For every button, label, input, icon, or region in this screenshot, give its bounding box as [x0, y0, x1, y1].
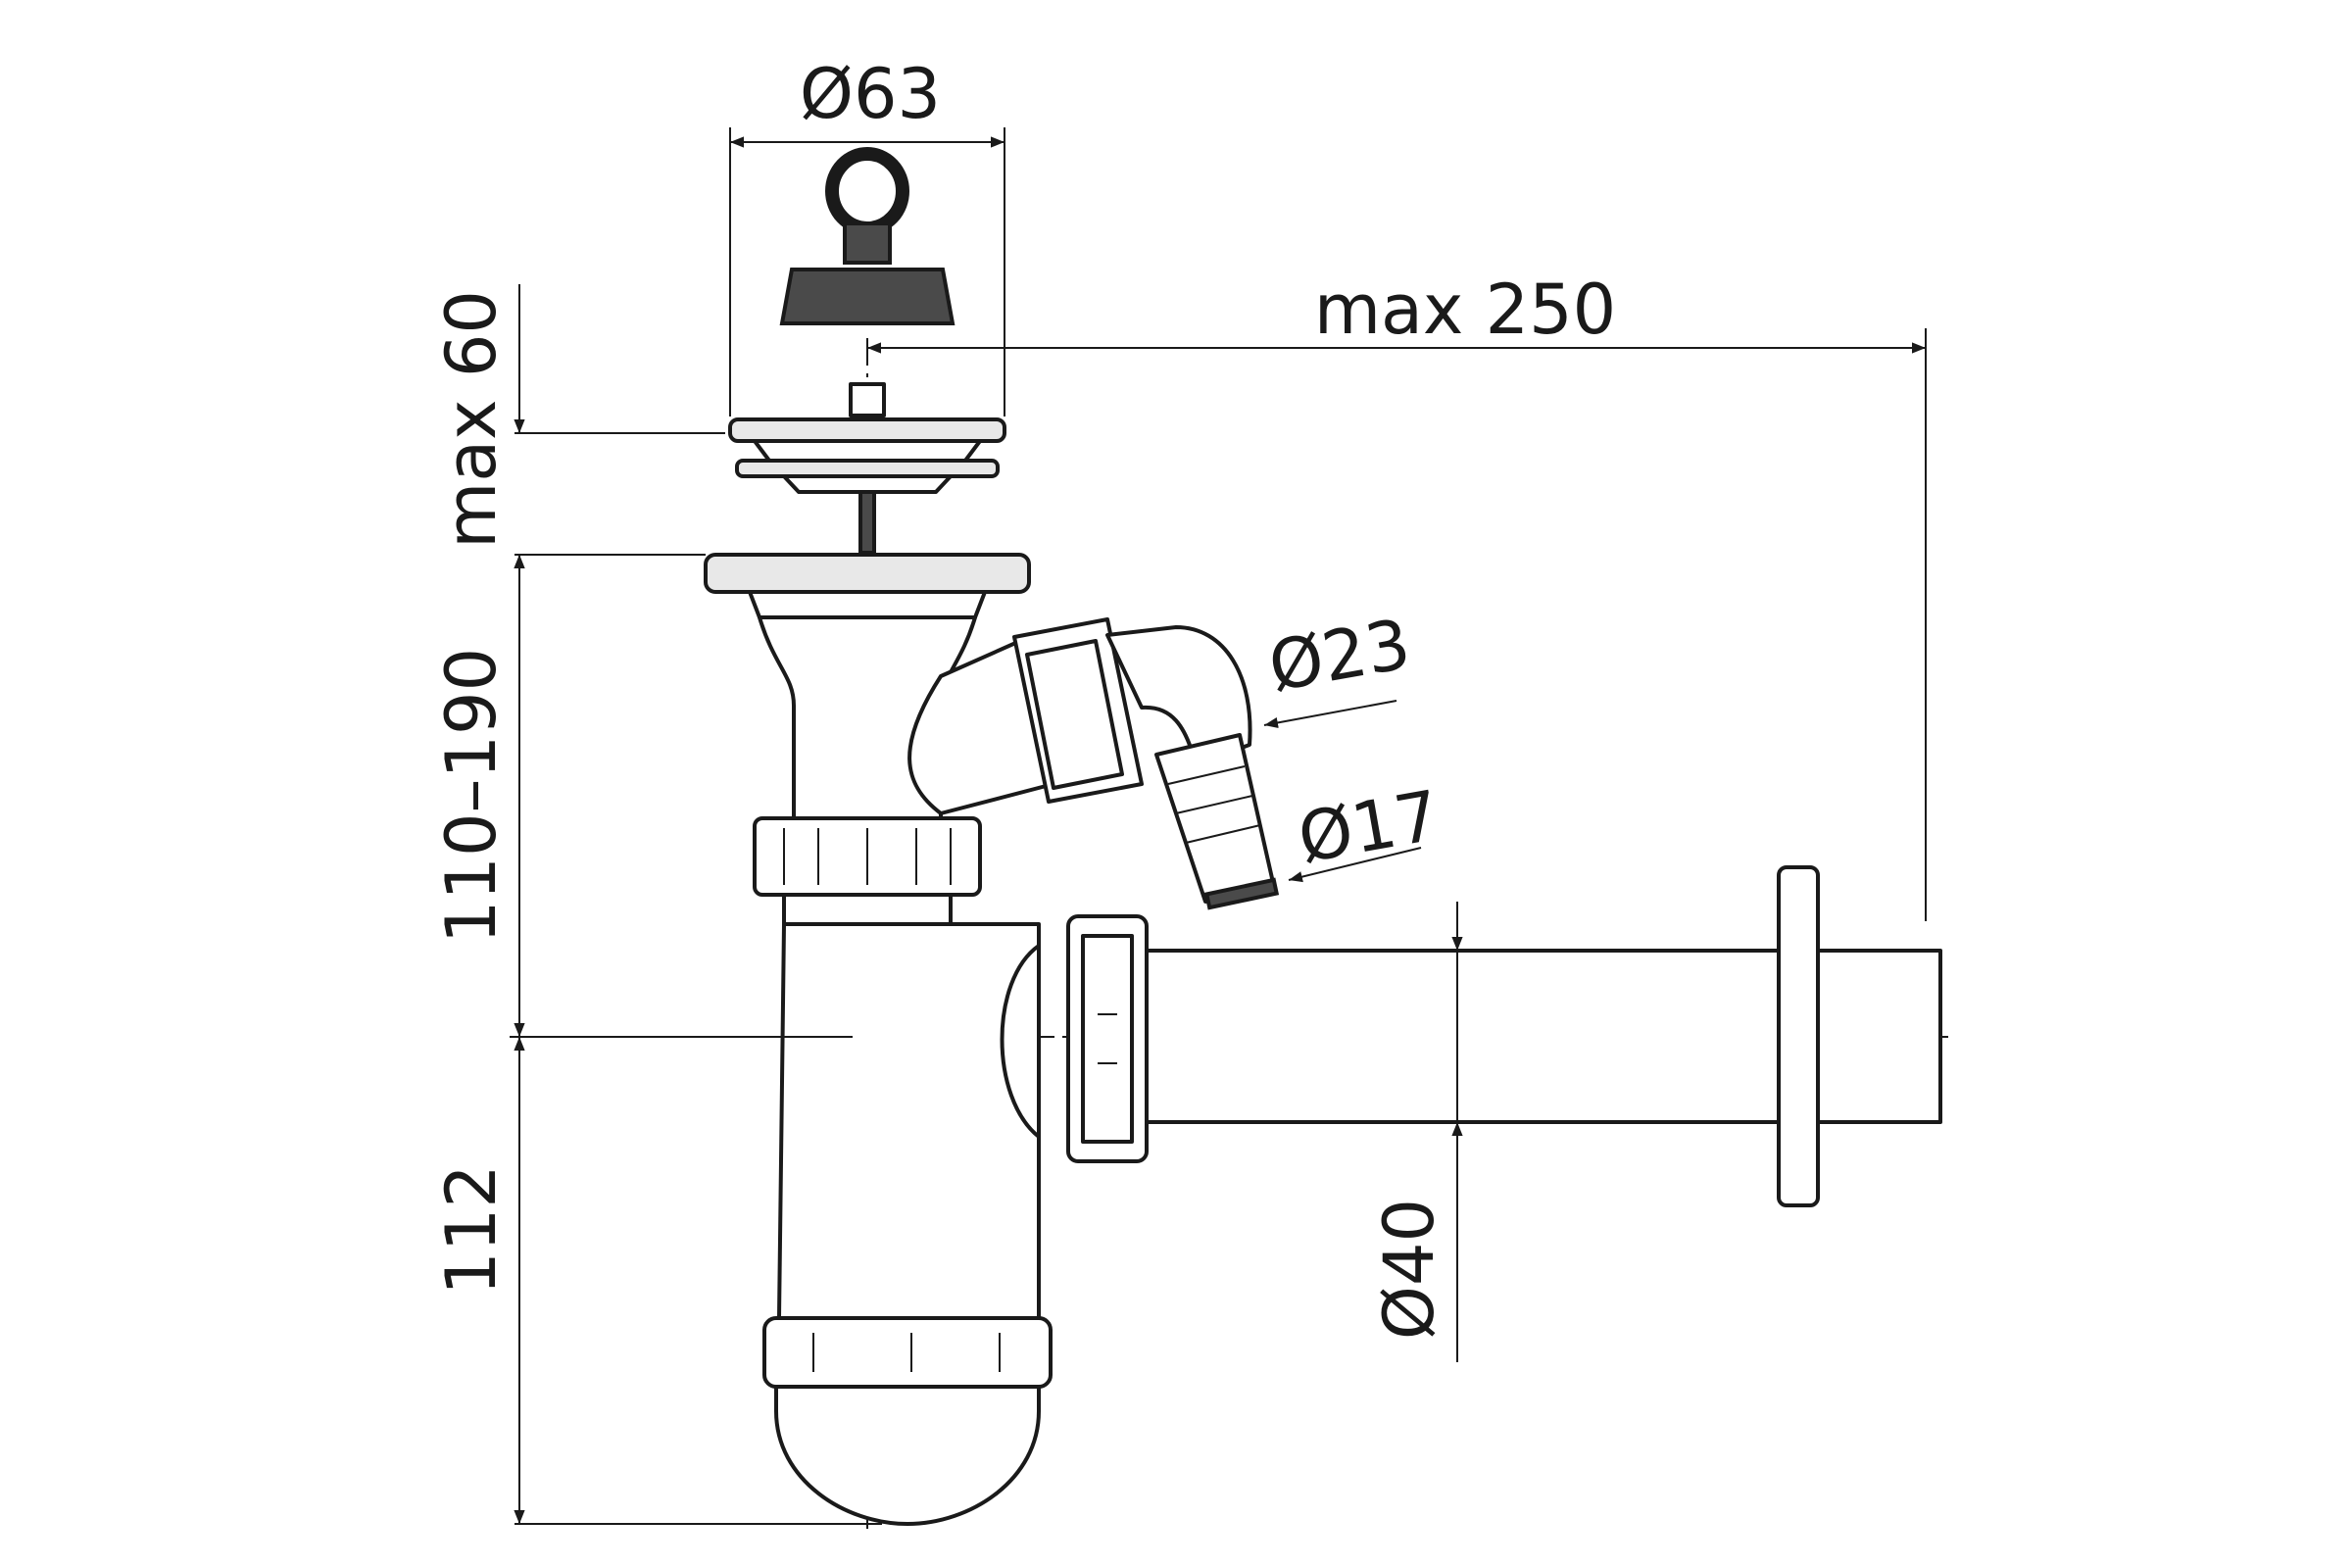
hose-tail-diameter-label: Ø17 — [1293, 775, 1446, 879]
dimension-max-plug-height: max 60 — [431, 284, 725, 588]
side-inlet-diameter-label: Ø23 — [1263, 604, 1416, 708]
outlet-pipe — [1066, 865, 1942, 1207]
upper-union-nut — [753, 816, 982, 926]
stopper-diameter-label: Ø63 — [800, 54, 941, 134]
max-reach-label: max 250 — [1314, 270, 1616, 350]
dimension-height-range: 110–190 — [431, 555, 853, 1038]
dimension-max-reach: max 250 — [867, 270, 1927, 921]
trap-bottle — [762, 922, 1053, 1526]
dimension-trap-depth: 112 — [431, 1037, 882, 1525]
stopper-plug — [779, 147, 956, 325]
dimension-stopper-diameter: Ø63 — [729, 54, 1005, 416]
trap-depth-label: 112 — [431, 1164, 512, 1296]
dimension-side-inlet-diameter: Ø23 — [1263, 604, 1416, 728]
dimension-outlet-diameter: Ø40 — [1369, 902, 1463, 1362]
strainer — [728, 382, 1006, 555]
dimension-hose-tail-diameter: Ø17 — [1288, 775, 1446, 883]
max-plug-height-label: max 60 — [431, 290, 512, 549]
side-inlet-elbow — [1012, 617, 1280, 910]
outlet-diameter-label: Ø40 — [1369, 1199, 1449, 1340]
height-range-label: 110–190 — [431, 648, 512, 944]
drain-body — [704, 553, 1055, 820]
